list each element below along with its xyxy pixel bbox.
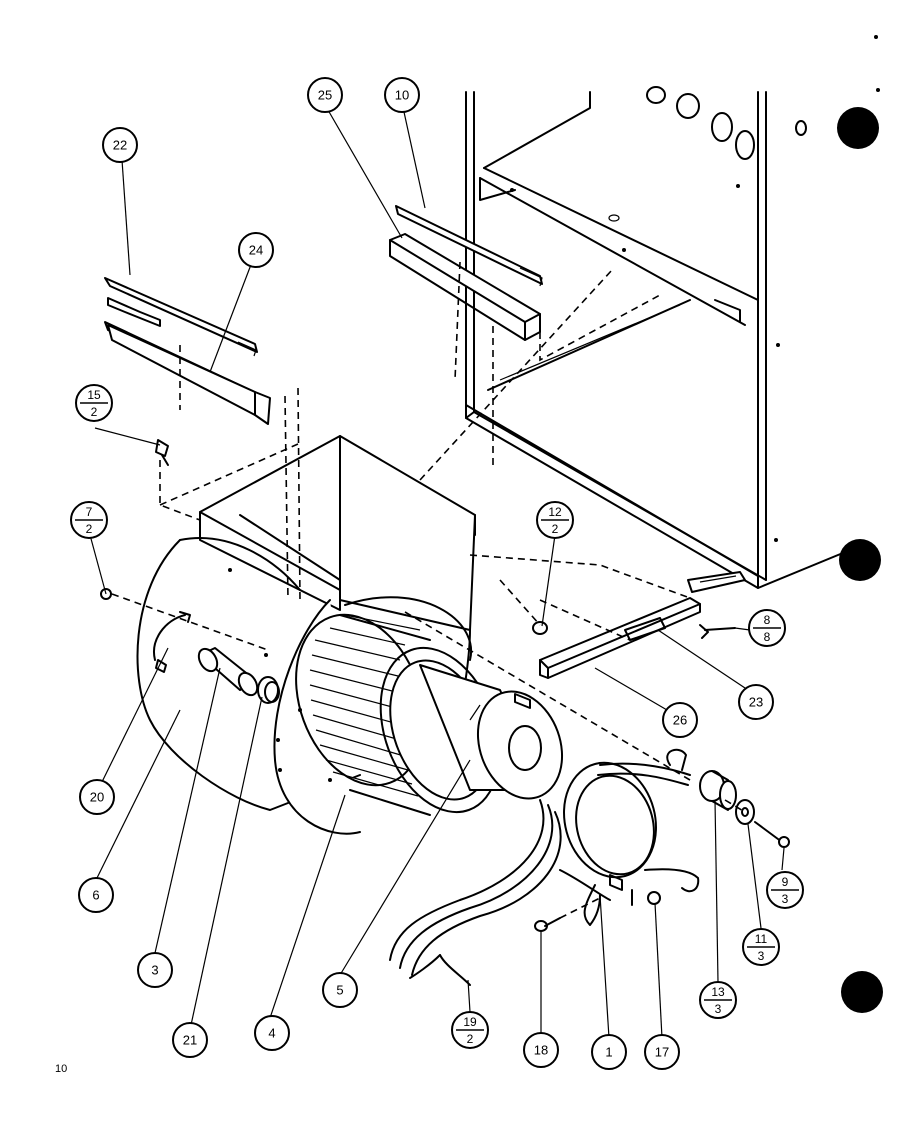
binder-hole-top: [837, 107, 879, 149]
callout-1: 1: [591, 1034, 627, 1070]
furnace-cabinet: [465, 35, 880, 589]
callout-18-label: 18: [534, 1043, 548, 1058]
grommet: [257, 676, 280, 704]
callout-10: 10: [384, 77, 420, 113]
leader-lines: [89, 109, 785, 1039]
callout-12-2-bottom: 2: [552, 522, 559, 536]
callout-7-2: 72: [70, 501, 108, 539]
assembly-lines: [111, 261, 746, 919]
capacitor: [197, 647, 259, 697]
binder-hole-middle: [839, 539, 881, 581]
callout-3: 3: [137, 952, 173, 988]
bracket-23: [624, 571, 746, 641]
callout-12-2: 122: [536, 501, 574, 539]
callout-9-3-top: 9: [782, 875, 789, 889]
motor-wires: [389, 799, 562, 986]
callout-6-label: 6: [92, 888, 99, 903]
callout-20: 20: [79, 779, 115, 815]
callout-17-label: 17: [655, 1045, 669, 1060]
callout-7-2-bottom: 2: [86, 522, 93, 536]
callout-9-3: 93: [766, 871, 804, 909]
callout-11-3-top: 11: [755, 932, 768, 946]
callout-23-label: 23: [749, 695, 763, 710]
callout-4-label: 4: [268, 1026, 275, 1041]
motor: [389, 659, 564, 801]
callout-5-label: 5: [336, 983, 343, 998]
rail-10: [395, 205, 543, 287]
callout-5: 5: [322, 972, 358, 1008]
callout-25: 25: [307, 77, 343, 113]
callout-21-label: 21: [183, 1033, 197, 1048]
binder-hole-bottom: [841, 971, 883, 1013]
callout-22-label: 22: [113, 138, 127, 153]
callout-18: 18: [523, 1032, 559, 1068]
callout-24-label: 24: [249, 243, 263, 258]
callout-15-2-bottom: 2: [91, 405, 98, 419]
callout-3-label: 3: [151, 963, 158, 978]
callout-19-2-bottom: 2: [467, 1032, 474, 1046]
motor-mount: [559, 748, 700, 926]
callout-26: 26: [662, 702, 698, 738]
callout-20-label: 20: [90, 790, 104, 805]
callout-6: 6: [78, 877, 114, 913]
callout-11-3-bottom: 3: [758, 949, 765, 963]
callout-11-3: 113: [742, 928, 780, 966]
callout-10-label: 10: [395, 88, 409, 103]
callout-19-2-top: 19: [463, 1015, 477, 1029]
callout-15-2: 152: [75, 384, 113, 422]
blower-wheel: [295, 613, 501, 816]
callout-23: 23: [738, 684, 774, 720]
callout-8-8: 88: [748, 609, 786, 647]
corner-mark: 10: [55, 1063, 67, 1075]
callout-15-2-top: 15: [87, 388, 101, 402]
callout-26-label: 26: [673, 713, 687, 728]
callout-19-2: 192: [451, 1011, 489, 1049]
rail-25: [389, 233, 541, 341]
callout-9-3-bottom: 3: [782, 892, 789, 906]
callout-4: 4: [254, 1015, 290, 1051]
callout-8-8-bottom: 8: [764, 630, 771, 644]
rail-24: [107, 324, 271, 425]
callout-25-label: 25: [318, 88, 332, 103]
callout-24: 24: [238, 232, 274, 268]
callout-13-3-top: 13: [711, 985, 725, 999]
capacitor-strap: [153, 611, 191, 673]
callout-13-3: 133: [699, 981, 737, 1019]
callout-17: 17: [644, 1034, 680, 1070]
callout-13-3-bottom: 3: [715, 1002, 722, 1016]
callout-21: 21: [172, 1022, 208, 1058]
callout-8-8-top: 8: [764, 613, 771, 627]
callout-12-2-top: 12: [548, 505, 562, 519]
bracket-26: [539, 597, 701, 679]
callout-1-label: 1: [605, 1045, 612, 1060]
callout-22: 22: [102, 127, 138, 163]
callout-7-2-top: 7: [86, 505, 93, 519]
